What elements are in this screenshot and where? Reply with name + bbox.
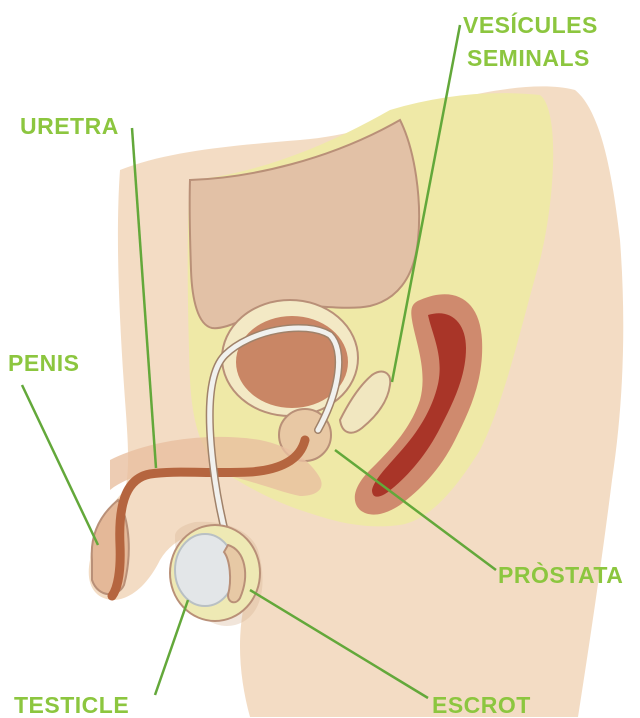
leader-testicle	[155, 600, 188, 695]
label-escrot: ESCROT	[432, 692, 531, 718]
leader-penis	[22, 385, 98, 545]
testicle	[175, 534, 235, 606]
label-uretra: URETRA	[20, 113, 119, 139]
label-vesicules-line1: VESÍCULES	[463, 12, 598, 38]
label-testicle: TESTICLE	[14, 692, 129, 718]
label-vesicules-line2: SEMINALS	[467, 45, 590, 71]
label-prostata: PRÒSTATA	[498, 562, 623, 588]
label-penis: PENIS	[8, 350, 80, 376]
